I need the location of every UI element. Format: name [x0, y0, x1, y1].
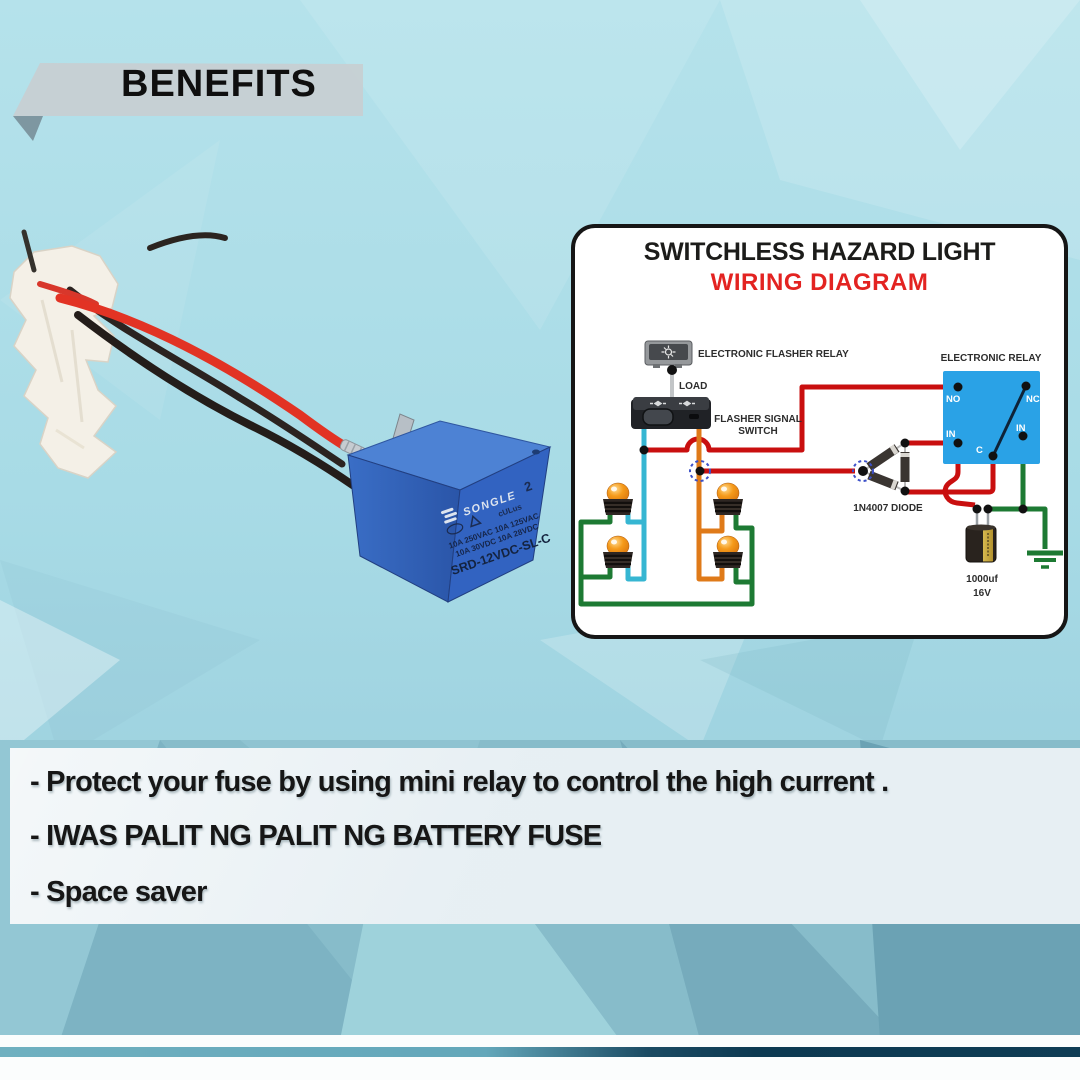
black-wire-lower — [74, 311, 358, 490]
relay-box: NO NC IN C IN — [943, 371, 1040, 464]
signal-switch-label-2: SWITCH — [738, 426, 777, 437]
banner-title: BENEFITS — [121, 63, 317, 105]
product-photo: SONGLE 2 cULus 10A 250VAC 10A 125VAC 10A… — [9, 229, 552, 603]
terminal-in-right-label: IN — [1016, 423, 1026, 434]
benefit-item: - IWAS PALIT NG PALIT NG BATTERY FUSE — [30, 820, 602, 852]
wire-pin — [21, 229, 37, 273]
benefit-item: - Protect your fuse by using mini relay … — [30, 766, 889, 798]
lamp-icon — [601, 481, 635, 517]
benefits-panel: - Protect your fuse by using mini relay … — [10, 748, 1080, 924]
wire-cyan-left-signal — [625, 427, 647, 582]
diagram-card-body — [571, 224, 1068, 639]
terminal-c-label: C — [976, 445, 983, 456]
red-wire-tip — [37, 281, 99, 307]
electronic-relay-label: ELECTRONIC RELAY — [941, 353, 1042, 364]
relay-cert-number: 2 — [522, 478, 534, 495]
lamp-icon — [711, 534, 745, 570]
tap-marker-circles — [689, 460, 874, 482]
wire-green-ground — [578, 438, 1048, 607]
terminal-nc-label: NC — [1026, 394, 1040, 405]
wire-orange-right-signal — [696, 427, 725, 582]
load-label: LOAD — [679, 381, 707, 392]
relay-vent-hole — [532, 449, 540, 455]
lamp-icon — [601, 534, 635, 570]
banner-fold — [13, 116, 43, 141]
benefit-item: - Space saver — [30, 876, 207, 908]
signal-switch-label-1: FLASHER SIGNAL — [714, 414, 802, 425]
cqc-mark-icon — [446, 523, 464, 535]
diode-label: 1N4007 DIODE — [853, 503, 923, 514]
diagram-title: SWITCHLESS HAZARD LIGHT — [643, 238, 996, 266]
white-connector — [9, 245, 119, 479]
relay-contact-arm — [991, 385, 1028, 457]
capacitor-voltage-label: 16V — [973, 588, 991, 599]
ground-icon — [1027, 550, 1063, 569]
relay-cube: SONGLE 2 cULus 10A 250VAC 10A 125VAC 10A… — [346, 420, 552, 603]
black-wire-end — [147, 232, 228, 251]
terminal-in-left-label: IN — [946, 429, 956, 440]
lamp-icon — [711, 481, 745, 517]
junction-dots — [639, 365, 1031, 514]
flasher-relay-icon — [644, 340, 693, 368]
capacitor-value-label: 1000uf — [966, 574, 998, 585]
bottom-white-band — [0, 1035, 1080, 1080]
signal-switch-icon — [631, 397, 711, 429]
banner-body — [13, 63, 363, 116]
bottom-teal-stripe — [0, 1047, 1080, 1057]
benefits-banner — [13, 63, 363, 141]
black-wire-upper — [66, 286, 346, 468]
terminal-no-label: NO — [946, 394, 960, 405]
wiring-diagram: NO NC IN C IN — [578, 340, 1063, 607]
capacitor-icon — [965, 524, 997, 563]
red-wire — [55, 293, 353, 453]
flasher-relay-label: ELECTRONIC FLASHER RELAY — [698, 349, 849, 360]
relay-right-face — [447, 446, 551, 603]
warning-triangle-icon — [470, 514, 482, 528]
diagram-subtitle: WIRING DIAGRAM — [710, 269, 929, 296]
diode-network — [862, 443, 910, 491]
songle-logo-icon — [440, 507, 457, 524]
